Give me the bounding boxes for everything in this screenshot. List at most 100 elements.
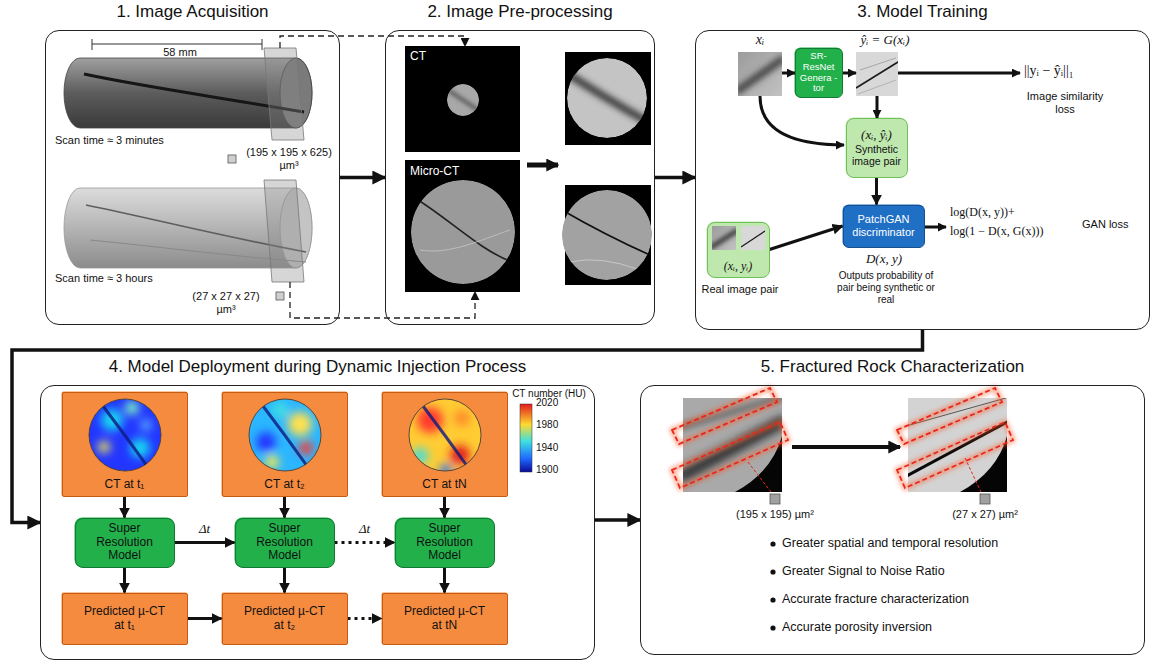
ct-slice-image — [411, 180, 515, 284]
fracture-comparison — [897, 388, 1002, 444]
bullet-item: Accurate fracture characterization — [782, 592, 1122, 607]
math-symbol: xᵢ — [746, 32, 774, 49]
colorbar-tick: 1980 — [536, 419, 558, 431]
math-symbol: D(x, y) — [844, 251, 924, 267]
bullet-item: Accurate porosity inversion — [782, 620, 1122, 635]
loss-formula: log(D(x, y))+ — [950, 205, 1015, 219]
ct-heatmap — [98, 441, 110, 453]
ct-heatmap — [288, 412, 312, 436]
ct-heatmap — [249, 399, 321, 471]
flow-arrow — [335, 541, 395, 544]
flow-arrow — [443, 497, 446, 518]
box-label: CT at tN — [422, 478, 466, 492]
ct-slice-image — [405, 46, 652, 292]
flow-arrow — [443, 568, 446, 593]
box-fill — [846, 118, 908, 178]
math-symbol: ŷᵢ = G(xᵢ) — [840, 32, 930, 48]
core-scan-figure — [64, 39, 312, 300]
process-box: (xᵢ, yᵢ) — [707, 222, 770, 278]
ct-slice-image — [565, 52, 651, 145]
box-fill — [382, 593, 508, 645]
ct-heatmap — [89, 399, 161, 471]
box-label: (xᵢ, ŷᵢ) — [861, 128, 892, 143]
training-flow-arrow — [738, 52, 782, 96]
ct-heatmap — [272, 402, 288, 418]
ct-slice-image — [565, 72, 648, 122]
box-label: CT at t₂ — [264, 478, 304, 492]
box-fill — [395, 518, 495, 568]
training-flow-arrow — [925, 226, 946, 229]
training-flow-arrow — [856, 52, 898, 96]
ct-slice-image — [405, 46, 520, 152]
fracture-comparison — [980, 494, 990, 504]
flow-arrow — [340, 176, 385, 180]
note-label: (195 x 195 x 625) µm³ — [240, 146, 338, 172]
process-box: CT at t₁ — [62, 392, 188, 497]
ct-heatmap — [420, 402, 470, 470]
flow-arrow — [188, 617, 222, 620]
fracture-comparison — [672, 388, 1013, 488]
image-caption: CT — [410, 49, 426, 63]
process-box: CT at tN — [382, 392, 508, 497]
edge-label: Δt — [345, 522, 385, 536]
fracture-comparison — [770, 597, 775, 602]
box-fill — [707, 222, 770, 278]
fracture-comparison — [672, 388, 777, 444]
fracture-comparison — [965, 458, 981, 492]
box-fill — [62, 593, 188, 645]
real-pair-image — [741, 231, 765, 247]
box-label: CT at t₁ — [105, 478, 145, 492]
ct-slice-image — [411, 180, 515, 284]
ct-heatmap — [89, 399, 161, 471]
ct-heatmap — [440, 464, 452, 476]
ct-heatmap — [299, 441, 313, 455]
ct-heatmap — [520, 404, 532, 472]
ct-heatmap — [89, 399, 532, 476]
fracture-comparison — [748, 462, 771, 492]
ct-slice-image — [562, 210, 652, 256]
ct-slice-image — [418, 200, 512, 262]
loss-formula: ||yᵢ − ŷᵢ||₁ — [1024, 63, 1074, 80]
box-fill — [235, 518, 335, 568]
training-flow-arrow — [736, 52, 1020, 227]
fracture-comparison — [897, 388, 1002, 444]
training-flow-arrow — [760, 96, 844, 145]
ct-heatmap — [89, 399, 161, 471]
box-fill — [843, 205, 925, 248]
training-flow-arrow — [856, 52, 898, 96]
ct-heatmap — [409, 399, 481, 471]
flow-arrow — [283, 497, 286, 518]
ct-heatmap — [412, 407, 470, 476]
note-label: Scan time ≈ 3 minutes — [55, 134, 215, 147]
flow-arrow — [875, 178, 878, 205]
ct-heatmap — [260, 402, 310, 470]
fracture-comparison — [770, 569, 775, 574]
fracture-comparison — [672, 388, 777, 444]
training-flow-arrow — [738, 58, 782, 92]
edge-label: Δt — [185, 522, 225, 536]
flow-arrow — [595, 518, 640, 522]
box-label: (xᵢ, yᵢ) — [724, 260, 752, 274]
ct-heatmap — [412, 448, 428, 464]
ct-slice-image — [447, 84, 479, 116]
box-label: Predicted µ-CT at t₂ — [239, 605, 331, 633]
ct-heatmap — [125, 401, 139, 415]
ct-heatmap — [100, 402, 150, 470]
box-fill — [382, 392, 508, 497]
box-fill — [795, 48, 843, 98]
process-box: Super Resolution Model — [395, 518, 495, 568]
ct-heatmap — [256, 402, 313, 469]
stage-panel: 5. Fractured Rock Characterization — [640, 385, 1145, 655]
training-flow-arrow — [860, 58, 896, 70]
fracture-comparison — [770, 625, 775, 630]
ct-slice-image — [570, 260, 640, 270]
dimension-label: (195 x 195) µm² — [720, 508, 830, 521]
ct-heatmap — [265, 455, 279, 469]
fracture-comparison — [672, 422, 788, 488]
training-flow-arrow — [782, 72, 795, 75]
box-fill — [62, 392, 188, 497]
bullet-item: Greater spatial and temporal resolution — [782, 536, 1122, 551]
ct-slice-image — [405, 160, 520, 292]
